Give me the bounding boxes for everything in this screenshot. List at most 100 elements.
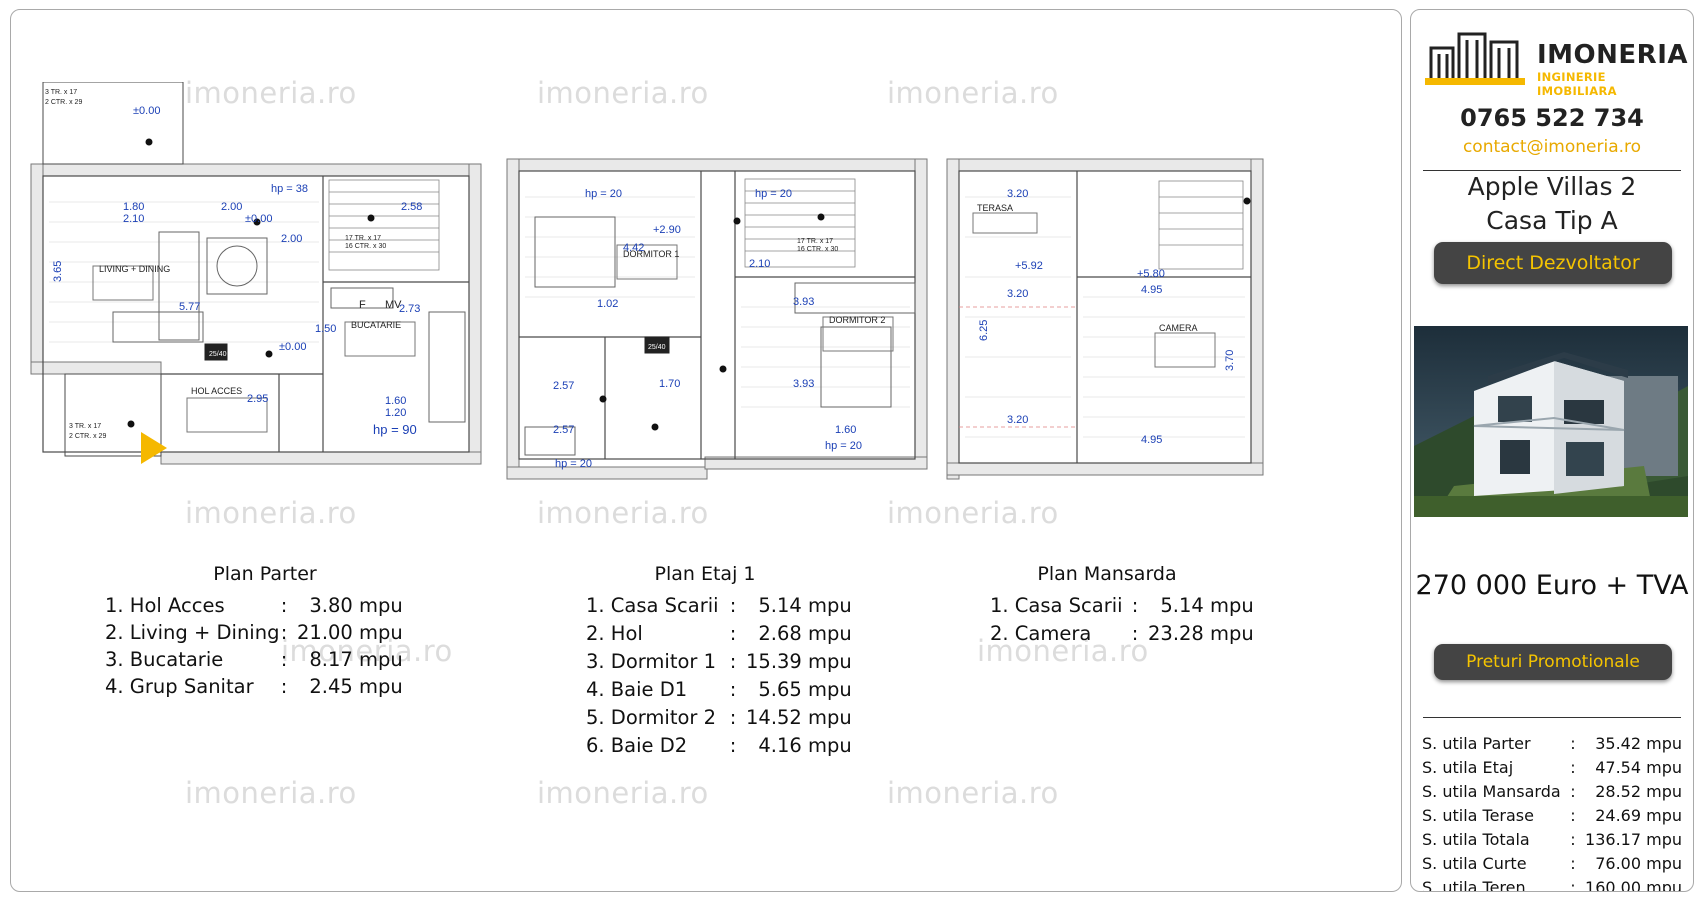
dim-label: 2.58 [401,201,422,213]
area-row: S. utila Totala:136.17 mpu [1422,828,1684,852]
phone-number[interactable]: 0765 522 734 [1460,104,1644,132]
dim-label: 1.80 [123,201,144,213]
dim-label: 5.77 [179,301,200,313]
area-row: S. utila Teren:160.00 mpu [1422,876,1684,892]
room-row: 1. Casa Scarii : 5.14 mpu [586,592,852,620]
area-value: 136.17 mpu [1585,830,1682,849]
height-label: hp = 90 [373,422,417,437]
area-label: S. utila Etaj [1422,758,1514,777]
project-name: Apple Villas 2 [1467,172,1637,201]
divider [1423,170,1681,171]
room-area: 21.00 mpu [297,621,403,644]
brand-tagline: INGINERIE IMOBILIARA [1537,70,1617,98]
watermark: imoneria.ro [977,634,1149,668]
room-area: 4.16 mpu [746,734,852,757]
dim-label: 1.70 [659,378,680,390]
direct-developer-button[interactable]: Direct Dezvoltator [1434,242,1672,284]
dim-label: 2.10 [749,258,770,270]
level-label: ±0.00 [133,105,160,117]
height-label: hp = 20 [555,458,592,470]
room-area: 15.39 mpu [746,650,852,673]
area-label: S. utila Terase [1422,806,1534,825]
area-row: S. utila Mansarda:28.52 mpu [1422,780,1684,804]
area-label: S. utila Curte [1422,854,1527,873]
dim-label: 1.02 [597,298,618,310]
dim-label: 3.65 [52,261,64,282]
floor-plans-panel: imoneria.ro imoneria.ro imoneria.ro imon… [10,9,1402,892]
dim-label: 4.42 [623,242,644,254]
dim-label: 4.95 [1141,434,1162,446]
divider [1423,717,1681,718]
room-row: 2. Camera :23.28 mpu [990,620,1254,648]
room-name: 2. Camera [990,622,1123,645]
room-name: 6. Baie D2 [586,734,719,757]
dim-label: 2.00 [221,201,242,213]
room-name: 1. Casa Scarii [586,594,725,617]
house-type: Casa Tip A [1486,206,1618,235]
room-row: 4. Baie D1 : 5.65 mpu [586,676,852,704]
stair-note: 16 CTR. x 30 [345,243,386,250]
brand-name: IMONERIA [1537,40,1688,70]
area-value: 35.42 mpu [1595,734,1682,753]
watermark: imoneria.ro [281,634,453,668]
watermark: imoneria.ro [185,496,357,530]
area-row: S. utila Etaj:47.54 mpu [1422,756,1684,780]
height-label: hp = 20 [585,188,622,200]
room-area: 5.65 mpu [746,678,852,701]
play-icon[interactable] [141,432,167,464]
level-label: ±0.00 [279,341,306,353]
level-label: ±0.00 [245,213,272,225]
stair-note: 3 TR. x 17 [45,89,77,96]
dim-label: 3.70 [1224,350,1236,371]
dim-label: 1.60 [835,424,856,436]
room-area: 2.68 mpu [746,622,852,645]
stair-note: 16 CTR. x 30 [797,246,838,253]
dishwasher-label: MV [385,299,402,311]
room-name: 1. Casa Scarii [990,594,1123,617]
room-row: 3. Bucatarie : 8.17 mpu [105,648,403,671]
area-label: S. utila Teren [1422,878,1526,892]
dim-label: 2.57 [553,424,574,436]
watermark: imoneria.ro [185,776,357,810]
promotional-prices-button[interactable]: Preturi Promotionale [1434,644,1672,680]
room-area: 5.14 mpu [746,594,852,617]
plan-parter-drawing: LIVING + DINING BUCATARIE HOL ACCES hp =… [29,82,485,466]
watermark: imoneria.ro [537,76,709,110]
room-label: DORMITOR 1 [623,249,679,259]
room-area: 3.80 mpu [297,594,403,617]
room-name: 5. Dormitor 2 [586,706,729,729]
room-area: 8.17 mpu [297,648,403,671]
room-label: DORMITOR 2 [829,315,885,325]
watermark: imoneria.ro [887,496,1059,530]
house-render-image [1414,326,1688,517]
watermark: imoneria.ro [887,76,1059,110]
dim-label: 3.20 [1007,288,1028,300]
plan-parter-svg: LIVING + DINING BUCATARIE HOL ACCES hp =… [30,82,482,465]
dim-label: 1.60 [385,395,406,407]
column-label: 25/40 [209,351,227,358]
dim-label: 2.95 [247,393,268,405]
stair-note: 17 TR. x 17 [345,235,381,242]
room-row: 2. Living + Dining:21.00 mpu [105,621,403,644]
area-value: 28.52 mpu [1595,782,1682,801]
stair-note: 2 CTR. x 29 [45,99,82,106]
room-row: 5. Dormitor 2 :14.52 mpu [586,704,852,732]
dim-label: 3.93 [793,378,814,390]
room-area: 14.52 mpu [746,706,852,729]
brand-logo[interactable]: IMONERIA INGINERIE IMOBILIARA [1425,24,1688,98]
room-name: 4. Baie D1 [586,678,719,701]
room-row: 4. Grup Sanitar : 2.45 mpu [105,675,403,698]
watermark: imoneria.ro [887,776,1059,810]
dim-label: 2.73 [399,303,420,315]
room-row: 1. Hol Acces : 3.80 mpu [105,594,403,617]
dim-label: 2.57 [553,380,574,392]
email-link[interactable]: contact@imoneria.ro [1462,137,1642,157]
room-area: 23.28 mpu [1148,622,1254,645]
watermark: imoneria.ro [537,776,709,810]
plan-parter-rooms: 1. Hol Acces : 3.80 mpu 2. Living + Dini… [105,592,403,700]
listing-sidebar: IMONERIA INGINERIE IMOBILIARA 0765 522 7… [1410,9,1694,892]
area-value: 24.69 mpu [1595,806,1682,825]
plan-parter-title: Plan Parter [213,563,317,585]
room-name: 3. Bucatarie [105,648,261,671]
plan-etaj-title: Plan Etaj 1 [654,563,756,585]
